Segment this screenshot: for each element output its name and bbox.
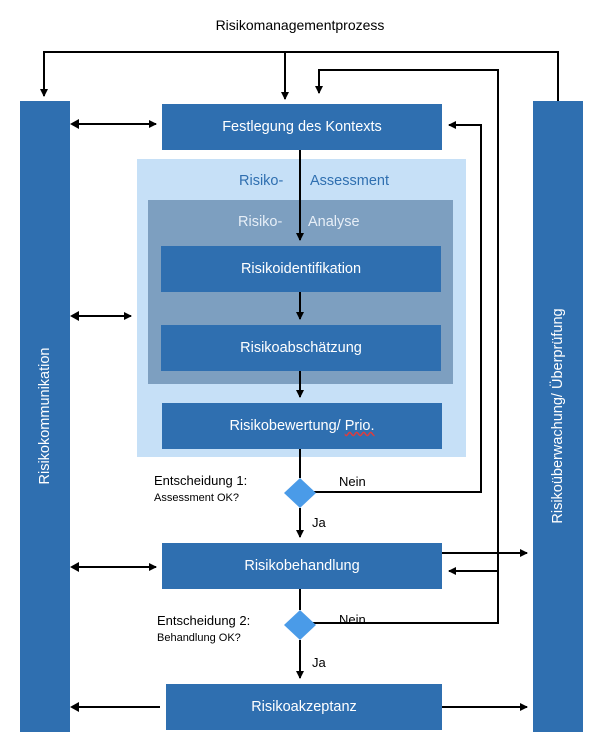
acceptance-box: Risikoakzeptanz — [166, 684, 442, 730]
assessment-panel-word2: Assessment — [310, 173, 389, 189]
context-box: Festlegung des Kontexts — [162, 104, 442, 150]
decision2-yes-label: Ja — [312, 655, 326, 670]
arrowhead-assessment-left — [70, 311, 79, 321]
assessment-no-loop — [314, 121, 482, 493]
decision1-no-label: Nein — [339, 474, 366, 489]
decision2-diamond — [284, 610, 316, 640]
decision1-diamond — [284, 478, 316, 508]
decision2-title: Entscheidung 2: — [157, 613, 251, 628]
diagram-title: Risikomanagementprozess — [215, 17, 385, 33]
estimation-box: Risikoabschätzung — [161, 325, 441, 371]
treatment-no-loop — [303, 69, 499, 624]
decision2-question: Behandlung OK? — [157, 632, 241, 644]
analysis-panel-word1: Risiko- — [238, 214, 283, 230]
evaluation-prio-label: Prio. — [344, 418, 375, 434]
decision1-title: Entscheidung 1: — [154, 473, 248, 488]
decision1-question: Assessment OK? — [154, 492, 239, 504]
evaluation-label: Risikobewertung/ — [229, 418, 345, 434]
analysis-panel-word2: Analyse — [308, 214, 360, 230]
decision1-yes-label: Ja — [312, 515, 326, 530]
monitoring-bar — [533, 101, 583, 732]
decision2-no-label: Nein — [339, 612, 366, 627]
top-feedback-line — [40, 51, 559, 101]
treatment-box: Risikobehandlung — [162, 543, 442, 589]
evaluation-box: Risikobewertung/ Prio. — [162, 403, 442, 449]
arrowhead-acceptance-left — [70, 702, 79, 712]
communication-bar — [20, 101, 70, 732]
arrowhead-context-left — [70, 119, 79, 129]
assessment-panel-word1: Risiko- — [239, 173, 284, 189]
arrowhead-treatment-left — [70, 562, 79, 572]
identification-box: Risikoidentifikation — [161, 246, 441, 292]
